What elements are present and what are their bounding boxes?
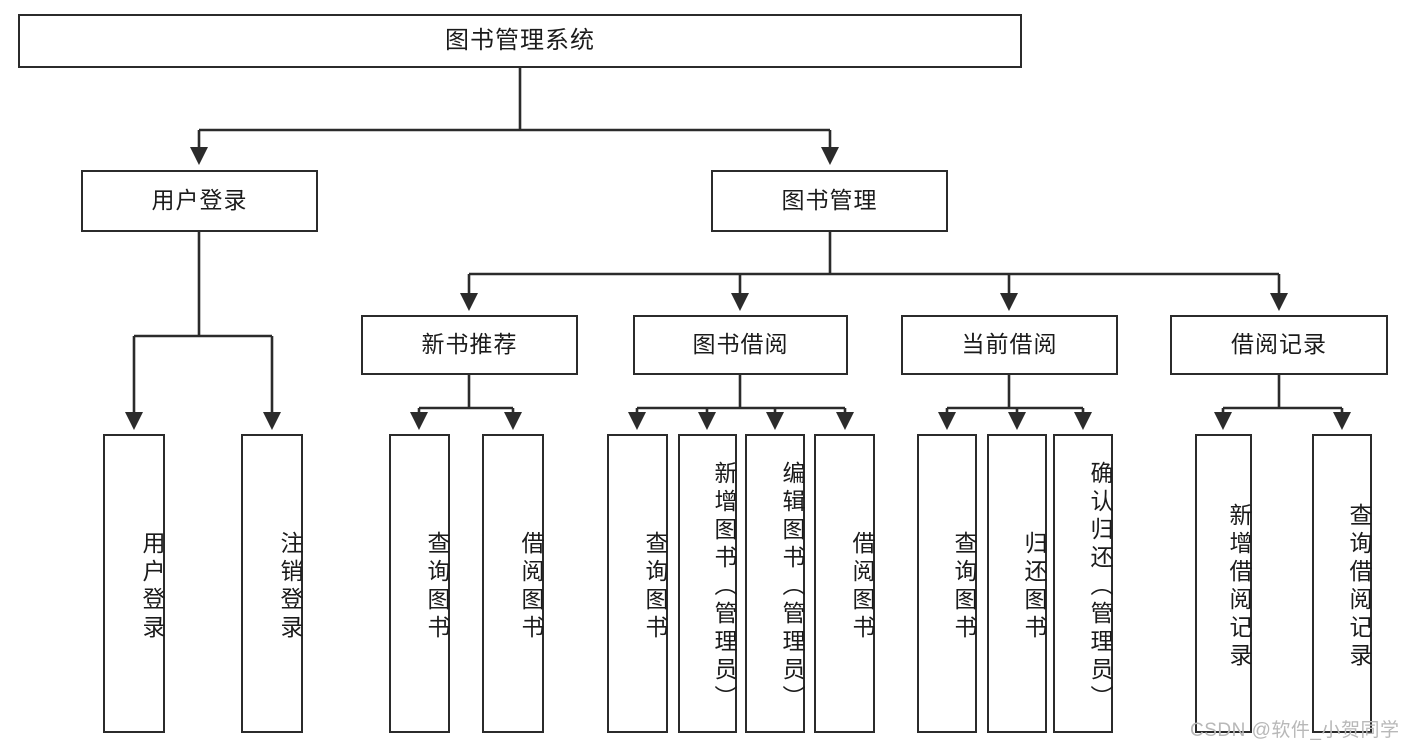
leaf-add-book-admin[interactable]: 新增图书（管理员）: [678, 434, 737, 733]
leaf-query-books-recommend[interactable]: 查询图书: [389, 434, 450, 733]
leaf-return-books[interactable]: 归还图书: [987, 434, 1047, 733]
node-book-borrowing[interactable]: 图书借阅: [633, 315, 848, 375]
node-user-login[interactable]: 用户登录: [81, 170, 318, 232]
node-borrowing-records[interactable]: 借阅记录: [1170, 315, 1388, 375]
csdn-watermark: CSDN @软件_小贺同学: [1190, 720, 1400, 741]
node-book-management[interactable]: 图书管理: [711, 170, 948, 232]
leaf-borrow-books-borrow[interactable]: 借阅图书: [814, 434, 875, 733]
leaf-query-books-current[interactable]: 查询图书: [917, 434, 977, 733]
leaf-query-books-borrow[interactable]: 查询图书: [607, 434, 668, 733]
node-new-book-recommendation[interactable]: 新书推荐: [361, 315, 578, 375]
leaf-confirm-return-admin[interactable]: 确认归还（管理员）: [1053, 434, 1113, 733]
node-book-management-system[interactable]: 图书管理系统: [18, 14, 1022, 68]
leaf-borrow-books-recommend[interactable]: 借阅图书: [482, 434, 544, 733]
node-current-borrowing[interactable]: 当前借阅: [901, 315, 1118, 375]
leaf-edit-book-admin[interactable]: 编辑图书（管理员）: [745, 434, 805, 733]
leaf-user-login[interactable]: 用户登录: [103, 434, 165, 733]
leaf-query-borrow-record[interactable]: 查询借阅记录: [1312, 434, 1372, 733]
leaf-add-borrow-record[interactable]: 新增借阅记录: [1195, 434, 1252, 733]
leaf-logout[interactable]: 注销登录: [241, 434, 303, 733]
